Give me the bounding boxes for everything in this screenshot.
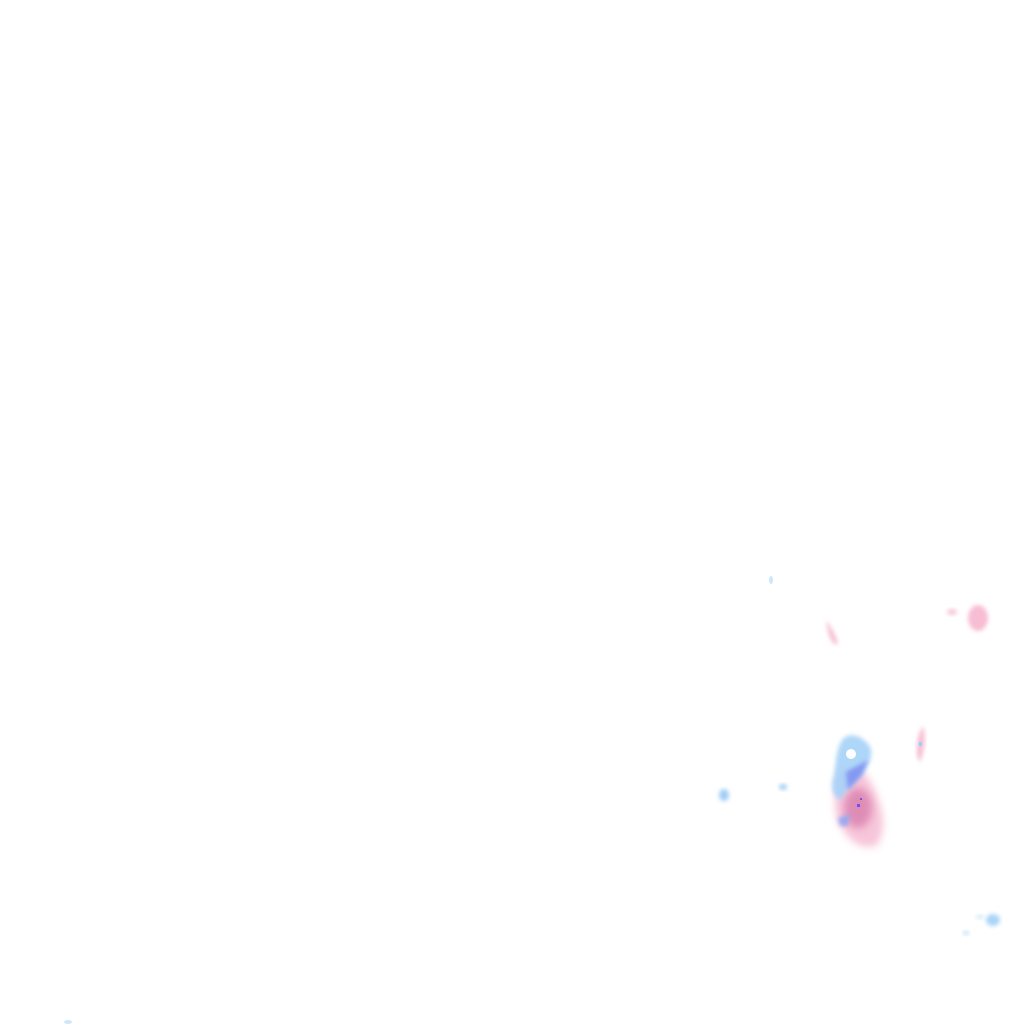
snow-streak-east — [916, 726, 925, 762]
snow-cell-northeast — [947, 605, 988, 631]
rain-cells-west — [719, 576, 787, 801]
main-precip-cell — [832, 735, 884, 847]
snow-cell-north — [826, 620, 838, 645]
rain-cell-southeast — [963, 914, 1000, 935]
rain-speck-southwest — [64, 1020, 72, 1024]
